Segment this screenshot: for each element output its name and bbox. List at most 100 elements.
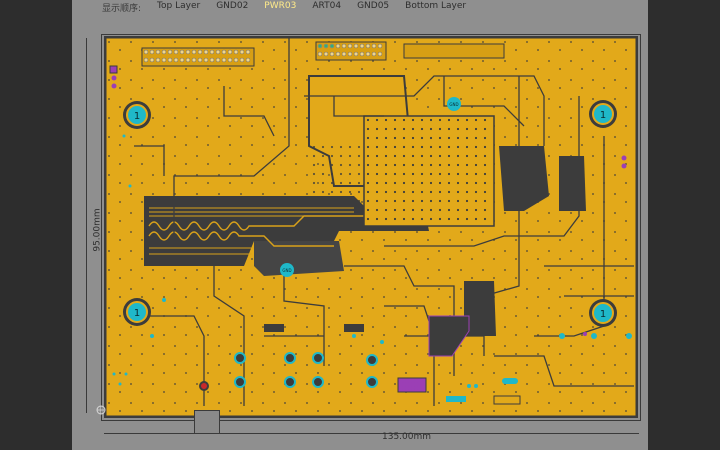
header-pin (323, 51, 329, 57)
header-pin (203, 49, 209, 55)
gnd-testpoint-2[interactable]: GND (280, 263, 294, 277)
header-pin (329, 51, 335, 57)
mounting-hole-tr[interactable]: 1 (589, 100, 617, 128)
copper-boundary (443, 76, 525, 127)
mounting-hole-label: 1 (134, 111, 140, 122)
left-panel (0, 0, 72, 450)
mounting-hole-label: 1 (600, 309, 606, 320)
bus-traces (149, 207, 354, 255)
void-channel-2 (254, 241, 344, 276)
header-pin (185, 49, 191, 55)
header-pin (161, 57, 167, 63)
mounting-hole-pad (126, 301, 148, 323)
header-pin (233, 57, 239, 63)
pad-row (446, 396, 466, 402)
header-pin (347, 43, 353, 49)
header-pin (245, 57, 251, 63)
header-pin (335, 43, 341, 49)
mounting-hole-label: 1 (600, 110, 606, 121)
pcb-canvas[interactable]: 显示顺序: Top Layer GND02 PWR03 ART04 GND05 … (72, 0, 648, 450)
header-pin (167, 57, 173, 63)
via (402, 386, 406, 390)
via (591, 333, 597, 339)
via (150, 334, 154, 338)
via (111, 75, 117, 81)
layer-order-label: 显示顺序: (102, 4, 142, 14)
via (414, 379, 418, 383)
header-pin (179, 57, 185, 63)
header-pin (215, 57, 221, 63)
via (583, 332, 587, 336)
header-pin (330, 44, 334, 48)
header-pin (167, 49, 173, 55)
header-pin (161, 49, 167, 55)
copper-boundary (134, 145, 165, 176)
header-pin (227, 57, 233, 63)
via (352, 334, 356, 338)
width-dimension-label: 135.00mm (382, 432, 432, 442)
via (626, 333, 632, 339)
pad-row (264, 324, 284, 332)
copper-boundary (304, 75, 545, 146)
header-pin (227, 49, 233, 55)
gnd-testpoint-pad (447, 97, 461, 111)
mounting-hole-bl[interactable]: 1 (123, 298, 151, 326)
mounting-hole-tl[interactable]: 1 (123, 101, 151, 129)
tab-art04[interactable]: ART04 (312, 1, 342, 11)
component-pad (284, 376, 296, 388)
header-pin (155, 49, 161, 55)
component-pad (366, 354, 378, 366)
header-pin (353, 51, 359, 57)
via (380, 340, 384, 344)
void-channel-6 (559, 156, 586, 211)
header-pin (149, 49, 155, 55)
copper-boundary (223, 86, 275, 137)
gnd-testpoint-1[interactable]: GND (447, 97, 461, 111)
header-pin (347, 51, 353, 57)
header-pin (215, 49, 221, 55)
header-pin (371, 51, 377, 57)
header-pin (341, 51, 347, 57)
header-pin (239, 49, 245, 55)
pad-row (344, 324, 364, 332)
via (118, 382, 122, 386)
bottom-connector-tab (194, 410, 220, 434)
via (474, 384, 478, 388)
tab-gnd02[interactable]: GND02 (216, 1, 249, 11)
mounting-hole-br[interactable]: 1 (589, 299, 617, 327)
bga-vias (366, 118, 492, 224)
void-channel-4 (499, 146, 549, 211)
width-dimension-line (104, 433, 639, 434)
header-pin (179, 49, 185, 55)
tab-bottom-layer[interactable]: Bottom Layer (405, 1, 467, 11)
via (408, 379, 412, 383)
origin-icon (96, 405, 106, 415)
header-pin (365, 51, 371, 57)
header-pin (365, 43, 371, 49)
height-dimension-line (86, 38, 87, 413)
header-pin (209, 57, 215, 63)
header-pin (221, 57, 227, 63)
tab-top-layer[interactable]: Top Layer (157, 1, 201, 11)
copper-boundary (173, 36, 290, 236)
mounting-hole-pad (592, 302, 614, 324)
header-pin (197, 49, 203, 55)
copper-boundary (534, 136, 605, 337)
header-pins-green (318, 44, 334, 48)
header-pin (221, 49, 227, 55)
mounting-hole-pad (592, 103, 614, 125)
pcb-board[interactable]: 1 1 1 1 GND (104, 36, 638, 418)
tab-pwr03[interactable]: PWR03 (264, 1, 297, 11)
header-pin (143, 57, 149, 63)
via (414, 386, 418, 390)
header-pin (371, 43, 377, 49)
tab-gnd05[interactable]: GND05 (357, 1, 390, 11)
board-outline (101, 34, 641, 421)
via (467, 384, 471, 388)
meander-trace (148, 215, 364, 231)
header-pin (318, 44, 322, 48)
header-pin (377, 43, 383, 49)
header-pin (149, 57, 155, 63)
copper-boundary (333, 96, 384, 117)
